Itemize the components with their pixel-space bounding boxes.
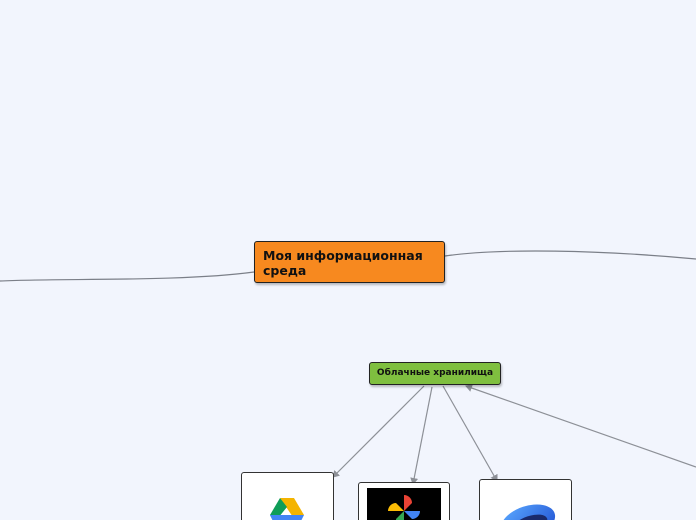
central-topic[interactable]: Моя информационная среда — [254, 241, 445, 283]
google-photos-node[interactable] — [358, 482, 450, 520]
link-central-right — [444, 250, 696, 260]
arrow-incoming-right — [465, 384, 696, 468]
cloud-storage-topic[interactable]: Облачные хранилища — [369, 362, 501, 385]
central-topic-label: Моя информационная среда — [263, 248, 423, 278]
yandex-disk-node[interactable] — [479, 479, 572, 520]
link-central-left — [0, 271, 255, 282]
google-drive-node[interactable] — [241, 472, 334, 520]
arrow-to-google-drive — [332, 385, 425, 478]
yandex-disk-icon — [500, 504, 556, 520]
google-drive-icon — [270, 498, 304, 520]
arrow-to-yandex-disk — [442, 385, 498, 482]
google-photos-icon — [367, 488, 441, 520]
cloud-storage-label: Облачные хранилища — [376, 368, 494, 378]
arrow-to-google-photos — [410, 386, 433, 485]
